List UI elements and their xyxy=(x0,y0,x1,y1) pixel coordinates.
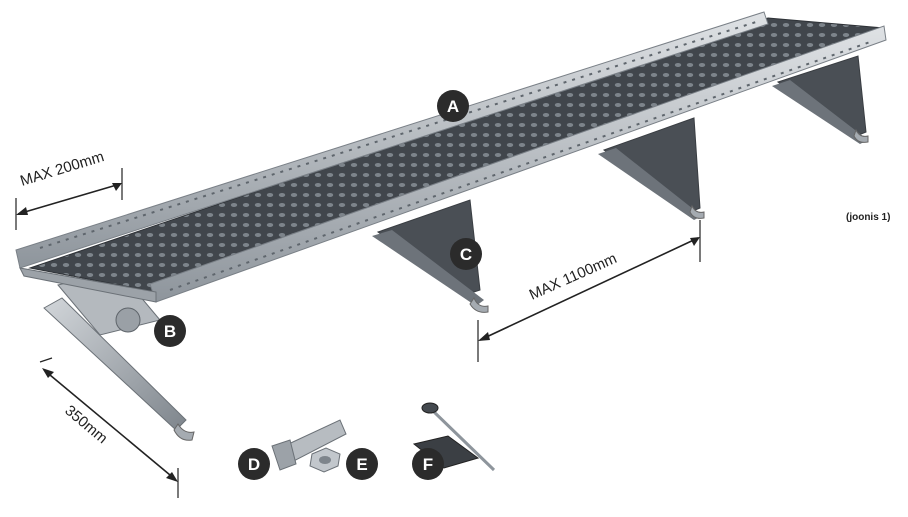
badge-e: E xyxy=(346,448,378,480)
badge-b: B xyxy=(154,315,186,347)
figure-note: (joonis 1) xyxy=(846,212,891,223)
badge-e-label: E xyxy=(356,455,367,474)
badge-f: F xyxy=(412,448,444,480)
bracket-mid xyxy=(598,117,705,220)
bracket-far xyxy=(772,55,869,144)
dimension-span: MAX 1100mm xyxy=(477,220,701,362)
badge-f-label: F xyxy=(423,455,433,474)
dimension-bracket: 350mm xyxy=(39,357,179,498)
badge-a-label: A xyxy=(447,97,459,116)
badge-a: A xyxy=(437,90,469,122)
dimension-width-label: MAX 200mm xyxy=(18,148,106,190)
nut-e xyxy=(309,447,341,473)
badge-d: D xyxy=(238,448,270,480)
bracket-c xyxy=(372,199,489,313)
badge-c-label: C xyxy=(460,245,472,264)
walkway-a xyxy=(15,11,887,303)
badge-d-label: D xyxy=(248,455,260,474)
badge-b-label: B xyxy=(164,322,176,341)
dimension-width: MAX 200mm xyxy=(15,148,123,230)
dimension-bracket-label: 350mm xyxy=(61,402,110,447)
bolt-d xyxy=(271,419,347,471)
badge-c: C xyxy=(450,238,482,270)
